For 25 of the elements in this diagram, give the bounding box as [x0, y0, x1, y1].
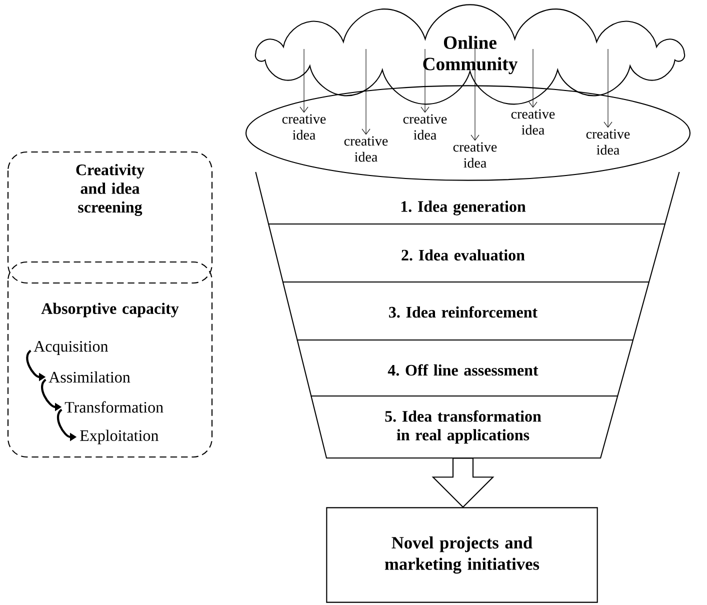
cloud: Online Community [254, 4, 686, 105]
idea-label: creative idea [403, 114, 447, 140]
funnel-stage: 5. Idea transformation in real applications [310, 396, 618, 459]
arrow [528, 48, 538, 108]
funnel-stage: 3. Idea reinforcement [282, 282, 650, 341]
arrow [604, 48, 612, 128]
funnel-stage: 4. Off line assessment [296, 340, 634, 397]
result-box: Novel projects and marketing initiatives [326, 507, 598, 603]
idea-label: creative idea [453, 142, 497, 168]
idea-label: creative idea [511, 109, 555, 135]
funnel-top [245, 85, 691, 181]
block-arrow [432, 458, 494, 508]
step-label: Acquisition [34, 340, 108, 355]
step-label: Transformation [64, 401, 164, 413]
idea-label: creative idea [282, 114, 326, 140]
arrow [362, 48, 370, 135]
funnel-stage: 2. Idea evaluation [268, 224, 666, 283]
dashed-group: Creativity and idea screening [7, 151, 213, 284]
step-label: Exploitation [80, 430, 158, 444]
arrow [470, 48, 480, 141]
funnel-stage: 1. Idea generation [255, 172, 680, 225]
idea-label: creative idea [586, 129, 630, 155]
arrow [420, 48, 430, 113]
idea-label: creative idea [344, 136, 388, 162]
step-label: Assimilation [48, 371, 130, 383]
